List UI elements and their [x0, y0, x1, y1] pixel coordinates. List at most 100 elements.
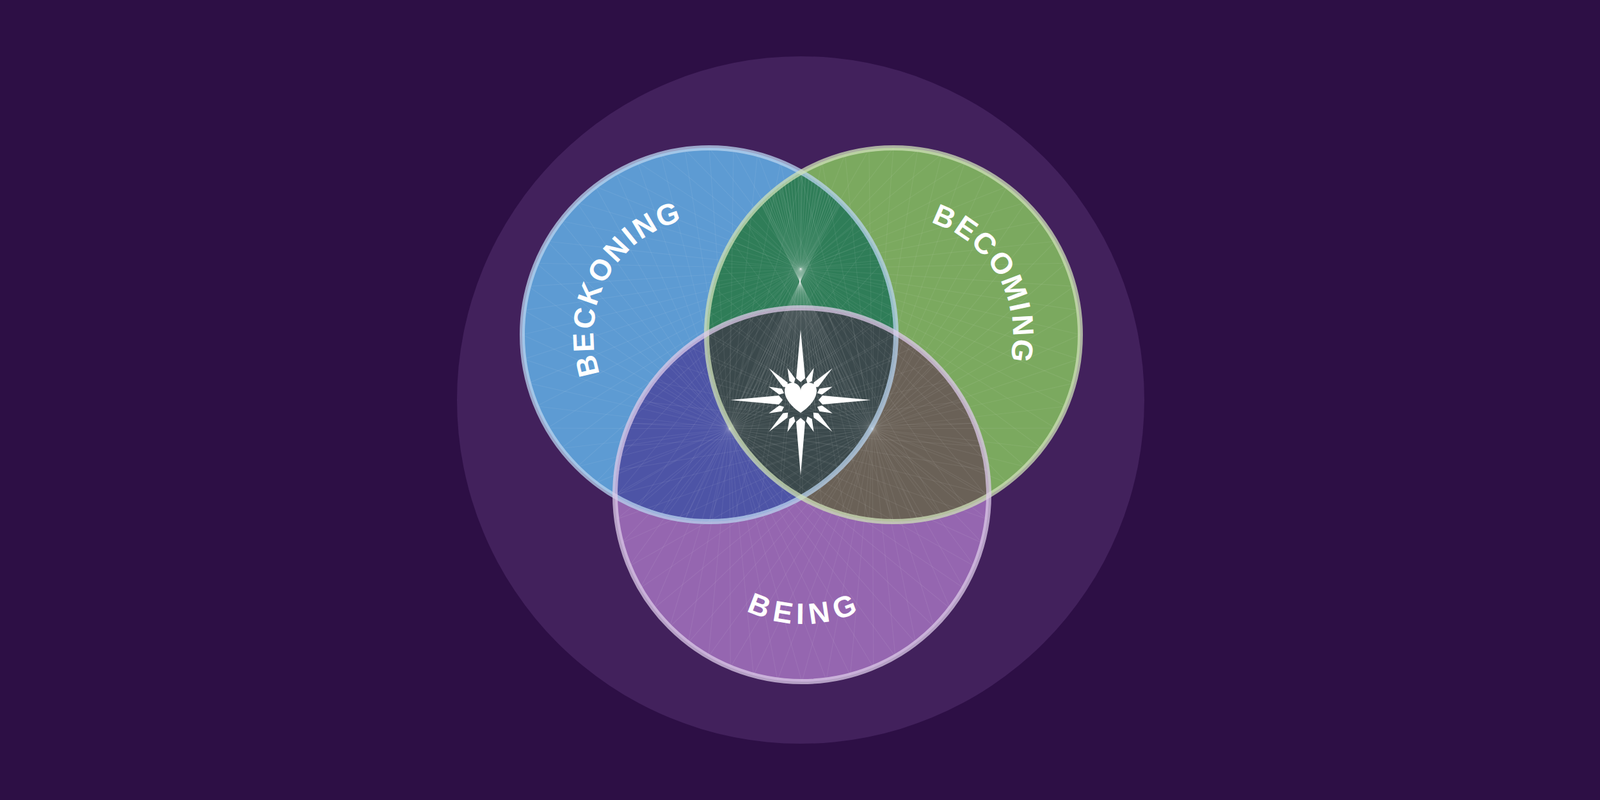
lens-strings: [736, 153, 864, 410]
fan-line: [872, 428, 983, 544]
star-ray: [813, 412, 833, 432]
star-ray: [817, 405, 833, 413]
fan-line: [777, 428, 873, 681]
fan-line: [621, 428, 730, 544]
label-letter: B: [569, 348, 605, 381]
circle-outline: [607, 300, 997, 690]
fan-line: [729, 428, 975, 567]
circle-ring: [615, 307, 989, 682]
fan-line: [800, 268, 966, 508]
fan-line: [800, 149, 918, 269]
fan-line: [615, 428, 730, 495]
fan-line: [800, 268, 1074, 287]
fan-line: [577, 202, 801, 269]
fan-line: [872, 334, 1081, 429]
fan-line: [522, 268, 801, 335]
star-ray: [787, 368, 795, 384]
fan-line: [684, 149, 801, 269]
fan-line: [729, 428, 778, 681]
lens-string: [736, 153, 864, 410]
fan-line: [729, 428, 964, 589]
fan-line: [637, 268, 801, 508]
fan-line: [729, 149, 734, 429]
fan-line: [547, 268, 801, 429]
fan-line: [872, 428, 983, 447]
fan-line: [800, 268, 1081, 335]
outer-halo: [456, 56, 1145, 744]
fan-line: [615, 428, 873, 495]
star-ray: [787, 416, 795, 432]
fan-line: [616, 428, 730, 471]
fan-line: [707, 268, 801, 311]
star-ray: [796, 329, 806, 383]
star-ray: [768, 386, 784, 395]
venn-circle: BEING: [607, 300, 997, 690]
fan-line: [560, 268, 801, 449]
label-letter: G: [1005, 337, 1039, 368]
fan-line: [872, 310, 1080, 429]
fan-line: [712, 268, 801, 287]
label-letter: N: [1007, 313, 1039, 341]
star-ray: [813, 368, 833, 388]
fan-line: [522, 334, 730, 429]
fan-line: [536, 263, 801, 269]
fan-line: [872, 263, 1067, 429]
lens-string: [736, 153, 864, 410]
star-ray: [769, 412, 789, 432]
lens-strings-inner: [736, 153, 864, 410]
fan-line: [629, 423, 873, 429]
star-ray: [768, 405, 784, 413]
fan-line: [523, 268, 801, 311]
fan-line: [872, 428, 975, 567]
fan-line: [826, 428, 873, 681]
fan-line: [800, 268, 1008, 484]
fan-line: [872, 428, 896, 657]
fan-line: [523, 310, 730, 429]
fan-line: [729, 154, 758, 429]
fan-line: [801, 428, 873, 682]
fan-line: [688, 428, 730, 644]
fan-line: [800, 268, 1056, 429]
fan-line: [800, 263, 1067, 269]
fan-line: [621, 428, 730, 447]
heart-icon: [784, 382, 817, 413]
fan-line: [595, 268, 801, 484]
fan-line: [800, 268, 1080, 311]
fan-line: [800, 154, 943, 269]
star-ray: [805, 416, 814, 432]
fan-line: [528, 268, 801, 287]
fan-line: [872, 428, 916, 644]
fan-line: [536, 263, 730, 429]
fan-line: [872, 428, 934, 627]
fan-line: [850, 428, 873, 676]
star-ray: [796, 417, 806, 476]
fan-line: [872, 423, 975, 429]
star-ray: [818, 395, 872, 405]
fan-line: [800, 186, 1008, 269]
fan-line: [621, 428, 873, 544]
star-ray: [730, 395, 783, 405]
fan-line: [536, 268, 801, 407]
star-ray: [805, 368, 814, 384]
fan-line: [660, 268, 801, 516]
star-ray: [817, 386, 833, 395]
label-letter: E: [567, 327, 599, 353]
fan-line: [872, 428, 988, 471]
fan-line: [826, 309, 873, 429]
fan-line: [729, 428, 934, 627]
fan-line: [729, 428, 754, 676]
star-ray: [769, 368, 789, 388]
fan-line: [872, 428, 1056, 429]
fan-line: [547, 428, 730, 429]
fan-line: [615, 172, 801, 269]
fan-line: [800, 268, 943, 516]
fan-line: [800, 268, 1042, 449]
string-art: [522, 147, 1081, 682]
fan-line: [670, 428, 873, 627]
fan-line: [629, 428, 873, 567]
fan-line: [872, 286, 1074, 429]
fan-line: [547, 241, 801, 269]
label-letter: E: [770, 595, 799, 629]
